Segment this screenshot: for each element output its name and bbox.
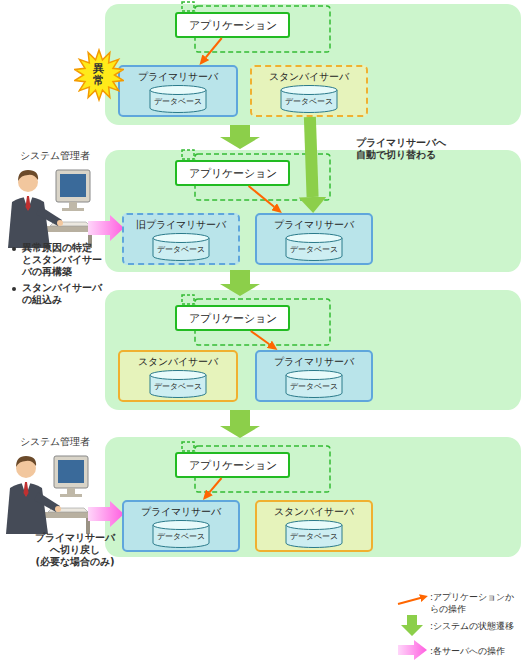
transition-arrow [220, 270, 260, 296]
role-label: システム管理者 [20, 150, 120, 162]
standby-server-box: スタンバイサーバデータベース [255, 500, 373, 552]
node-text: アプリケーション [189, 166, 277, 181]
cylinder-top [153, 234, 209, 243]
node-text: データベース [151, 244, 211, 255]
operation-arrow [88, 215, 124, 241]
cylinder-top [150, 371, 206, 380]
app-stack-outline [182, 295, 330, 345]
state-panel [105, 290, 521, 410]
application-box: アプリケーション [175, 452, 290, 478]
cylinder-top [286, 521, 342, 530]
node-text: プライマリサーバ [120, 70, 236, 84]
role-label: システム管理者 [20, 436, 120, 448]
node-text: 旧プライマリサーバ [124, 218, 238, 232]
note-text: 異常原因の特定 とスタンバイサー バの再構築 [22, 242, 110, 278]
node-text: スタンバイサーバ [252, 70, 366, 84]
node-text: スタンバイサーバ [257, 505, 371, 519]
operation-arrow [251, 331, 270, 344]
standby-server-box: スタンバイサーバデータベース [118, 350, 238, 402]
burst-polygon [75, 50, 124, 100]
node-text: データベース [148, 96, 208, 107]
database-cylinder: データベース [284, 233, 344, 261]
node-text: データベース [148, 381, 208, 392]
legend-entry: :アプリケーションか らの操作 [430, 591, 524, 615]
admin-figure [8, 170, 96, 248]
operation-arrow [249, 186, 275, 207]
legend-text: :アプリケーションか らの操作 [430, 592, 514, 614]
standby-server-box: スタンバイサーバデータベース [250, 65, 368, 117]
transition-arrow [220, 125, 260, 149]
node-text: データベース [279, 96, 339, 107]
app-stack-outline [182, 150, 330, 200]
application-box: アプリケーション [175, 160, 290, 186]
cylinder-top [150, 86, 206, 95]
primary-server-box: プライマリサーバデータベース [255, 213, 373, 265]
primary-server-box: プライマリサーバデータベース [255, 350, 373, 402]
node-text: アプリケーション [189, 458, 277, 473]
legend-sample [401, 615, 423, 636]
database-cylinder: データベース [151, 233, 211, 261]
cylinder-top [281, 86, 337, 95]
legend-entry: :システムの状態遷移 [430, 620, 524, 632]
alert-burst: 異常 [74, 48, 124, 102]
admin-figure [6, 456, 94, 534]
primary-server-box: プライマリサーバデータベース [122, 500, 240, 552]
database-cylinder: データベース [151, 520, 211, 548]
database-cylinder: データベース [284, 520, 344, 548]
failover-arrow [310, 117, 313, 197]
node-text: アプリケーション [189, 18, 277, 33]
state-panel [105, 437, 521, 557]
state-panel [105, 150, 521, 272]
database-cylinder: データベース [148, 85, 208, 113]
primary-server-box: プライマリサーバデータベース [118, 65, 238, 117]
primary-server-box: 旧プライマリサーバデータベース [122, 213, 240, 265]
node-text: プライマリサーバ [124, 505, 238, 519]
database-cylinder: データベース [148, 370, 208, 398]
database-cylinder: データベース [279, 85, 339, 113]
bullet-dot [12, 247, 16, 251]
transition-arrow [220, 410, 260, 438]
node-text: データベース [284, 244, 344, 255]
state-panel [105, 4, 521, 125]
node-text: データベース [284, 531, 344, 542]
application-box: アプリケーション [175, 305, 290, 331]
node-text: プライマリサーバ [257, 355, 371, 369]
node-text: データベース [151, 531, 211, 542]
legend-text: :システムの状態遷移 [430, 621, 514, 631]
note-text: プライマリサーバ へ切り戻し (必要な場合のみ) [26, 532, 124, 568]
legend-text: :各サーバへの操作 [430, 646, 505, 656]
app-stack-outline [182, 442, 330, 492]
operation-arrow [206, 38, 222, 57]
operation-arrow [88, 501, 124, 527]
node-text: データベース [284, 381, 344, 392]
note-text: スタンバイサーバ の組込み [22, 282, 110, 306]
legend-sample [398, 640, 427, 660]
cylinder-top [286, 371, 342, 380]
edge-label: プライマリサーバへ 自動で切り替わる [356, 137, 456, 161]
operation-arrow [209, 478, 221, 492]
node-text: 異常 [93, 63, 105, 87]
cylinder-top [286, 234, 342, 243]
legend-sample [398, 597, 424, 604]
node-text: スタンバイサーバ [120, 355, 236, 369]
bullet-dot [12, 287, 16, 291]
node-text: プライマリサーバ [257, 218, 371, 232]
database-cylinder: データベース [284, 370, 344, 398]
cylinder-top [153, 521, 209, 530]
app-stack-outline [182, 2, 330, 52]
legend-entry: :各サーバへの操作 [430, 645, 524, 657]
application-box: アプリケーション [175, 12, 290, 38]
node-text: アプリケーション [189, 311, 277, 326]
